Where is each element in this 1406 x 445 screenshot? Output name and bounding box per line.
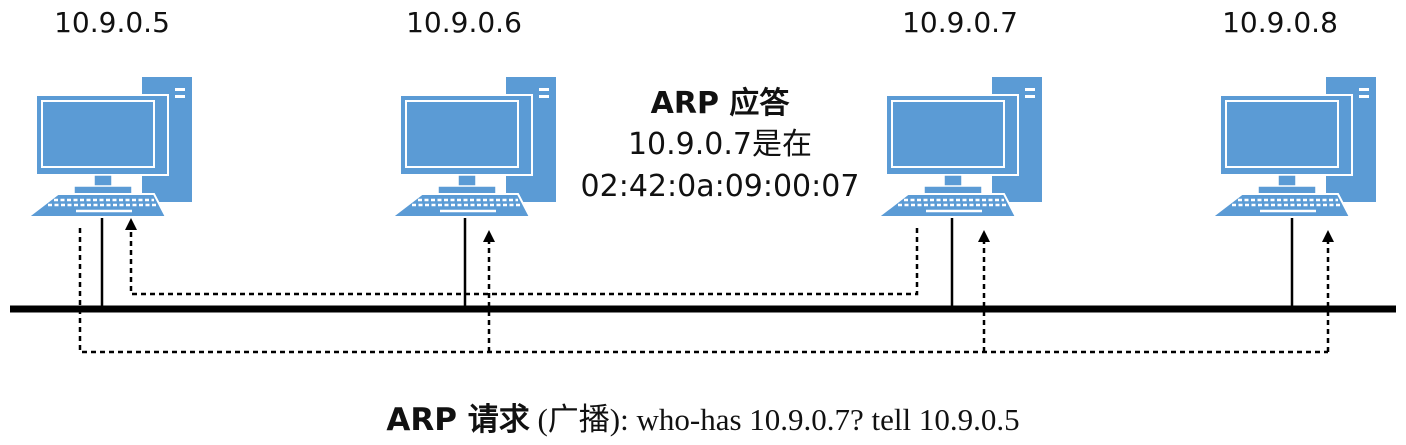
arp-reply-ip: 10.9.0.7是在 — [627, 127, 813, 162]
computer-icon-10-9-0-7 — [876, 74, 1045, 219]
computer-icon-10-9-0-5 — [26, 74, 195, 219]
arp-reply-annotation: ARP 应答 10.9.0.7是在 02:42:0a:09:00:07 — [560, 84, 880, 208]
computer-icon-10-9-0-6 — [390, 74, 559, 219]
arp-reply-mac: 02:42:0a:09:00:07 — [580, 169, 860, 204]
arp-request-caption: ARP 请求 (广播): who-has 10.9.0.7? tell 10.9… — [0, 394, 1406, 439]
host-ip-label: 10.9.0.7 — [902, 6, 1018, 39]
arp-request-message: : who-has 10.9.0.7? tell 10.9.0.5 — [620, 402, 1020, 437]
host-ip-label: 10.9.0.6 — [406, 6, 522, 39]
arp-request-label: ARP 请求 — [386, 402, 530, 438]
arp-request-broadcast: (广播) — [529, 402, 621, 437]
arp-request-line — [78, 228, 1328, 354]
host-ip-label: 10.9.0.8 — [1222, 6, 1338, 39]
arp-reply-arrow — [125, 218, 919, 296]
host-ip-label: 10.9.0.5 — [54, 6, 170, 39]
arp-reply-title: ARP 应答 — [650, 86, 790, 121]
computer-icon-10-9-0-8 — [1210, 74, 1379, 219]
